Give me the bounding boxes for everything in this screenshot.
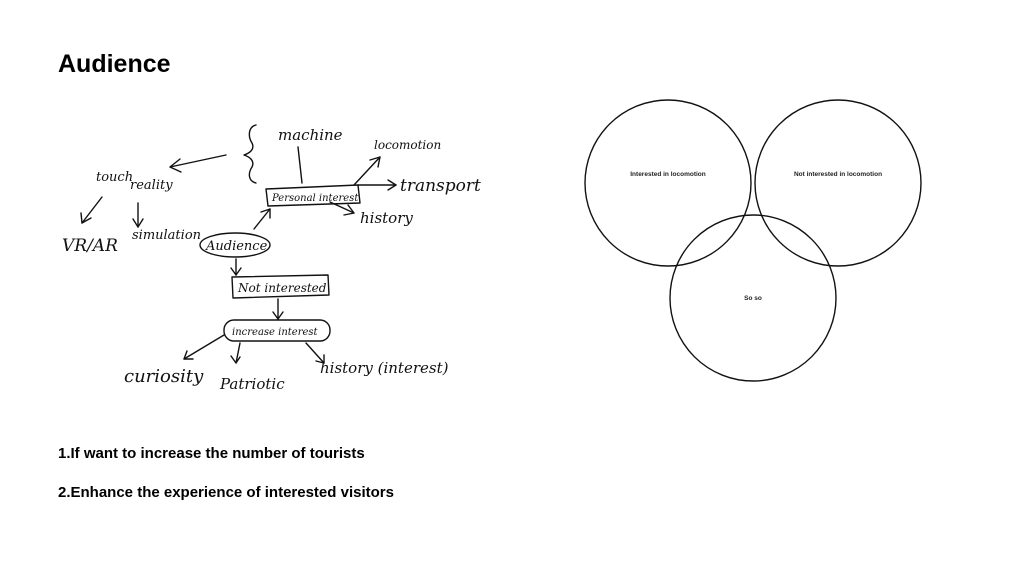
arrowhead [183, 350, 194, 360]
increase-interest-box [223, 319, 331, 342]
arrowhead [132, 218, 144, 228]
arrowhead [315, 354, 325, 364]
connector-line [297, 146, 303, 184]
arrow [81, 196, 103, 224]
personal-interest-box [265, 184, 361, 207]
label-machine: machine [278, 126, 343, 144]
arrowhead [230, 267, 242, 276]
arrowhead [230, 355, 241, 364]
label-patriotic: Patriotic [219, 375, 285, 393]
venn-label-left: Interested in locomotion [630, 171, 706, 178]
label-history-interest: history (interest) [320, 359, 449, 377]
arrow [235, 342, 241, 364]
note-increase-tourists: 1.If want to increase the number of tour… [58, 445, 365, 462]
arrow [253, 208, 271, 230]
audience-mind-map: machine locomotion touch reality transpo… [62, 124, 481, 393]
arrowhead [272, 311, 284, 320]
label-curiosity: curiosity [124, 366, 204, 387]
arrowhead [387, 179, 397, 191]
label-history-top: history [360, 209, 413, 227]
venn-circle-bottom [669, 214, 837, 382]
curly-brace [243, 124, 257, 184]
label-not-interested: Not interested [237, 281, 327, 295]
venn-circle-left [584, 99, 752, 267]
not-interested-box [231, 274, 330, 299]
arrowhead [260, 208, 271, 219]
audience-ellipse [199, 232, 271, 258]
venn-label-right: Not interested in locomotion [794, 171, 882, 178]
label-reality: reality [130, 178, 173, 193]
venn-circle-right [754, 99, 922, 267]
label-audience: Audience [205, 239, 268, 254]
label-touch: touch [96, 170, 133, 185]
label-vr-ar: VR/AR [62, 236, 118, 256]
label-increase-interest: increase interest [232, 327, 319, 338]
slide-title: Audience [58, 50, 171, 78]
label-transport: transport [400, 176, 481, 196]
arrowhead [80, 212, 92, 224]
arrowhead [369, 156, 381, 168]
arrow [305, 342, 325, 364]
note-enhance-experience: 2.Enhance the experience of interested v… [58, 484, 394, 501]
venn-diagram: Interested in locomotion Not interested … [584, 99, 922, 382]
arrow [353, 156, 381, 186]
venn-label-bottom: So so [744, 295, 762, 302]
arrow [183, 334, 225, 360]
label-personal-interest: Personal interest [271, 193, 359, 204]
arrow [169, 154, 227, 168]
label-locomotion: locomotion [374, 138, 441, 152]
label-simulation: simulation [132, 228, 201, 243]
arrowhead [343, 204, 355, 216]
arrowhead [169, 158, 182, 173]
